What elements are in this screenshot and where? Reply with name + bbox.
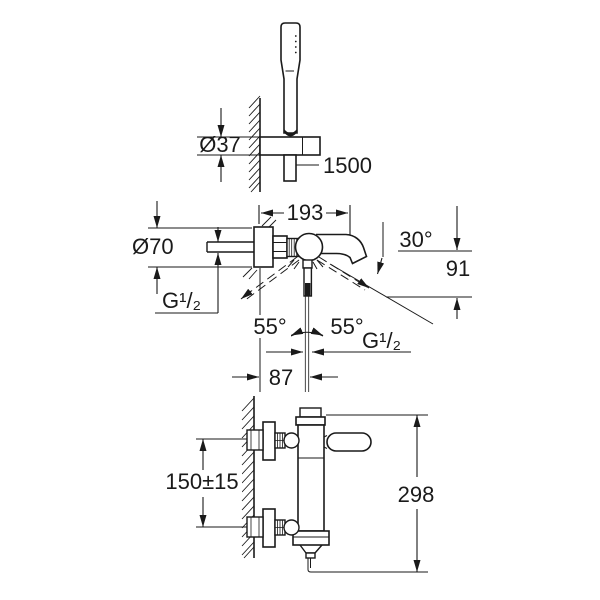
bottom-connection [246,508,300,548]
hand-shower [280,22,301,137]
body-cylinder [297,424,325,532]
lever-handle [326,432,372,452]
label-lever-projection: 87 [269,365,293,390]
label-spout-angle: 30° [399,227,432,252]
shower-holder-bracket [259,136,321,156]
wall-hatching [248,95,261,193]
dim-lever-projection: 87 [232,365,338,390]
label-projection: 193 [287,200,324,225]
lever-plan [302,259,313,392]
swivel-range-right [316,256,370,291]
spout [316,233,368,265]
label-outlet-thread: G¹/₂ [362,328,401,353]
mixer-plan-view: 193 Ø70 G¹/₂ [132,200,474,392]
swivel-arc-arrow [290,327,324,337]
label-escutcheon-diameter: Ø70 [132,234,174,259]
label-overall-height: 298 [398,482,435,507]
mixer-body [292,407,330,573]
dim-holder-diameter: Ø37 [197,108,260,182]
label-hose-length: 1500 [323,153,372,178]
lever-side [323,432,372,452]
label-outlet-drop: 91 [446,256,470,281]
dim-outlet-drop: 91 [386,206,474,319]
top-knob [299,407,322,418]
dim-escutcheon-diameter: Ø70 [132,201,252,294]
wall-ticks [242,216,277,280]
dim-projection: 193 [258,200,351,236]
wall-flange [253,226,274,268]
holder-grip-shadow [284,129,297,137]
dim-spout-angle: 30° [376,222,472,275]
spout-angle-reference-line [329,263,434,325]
shower-hose-stub [283,154,297,182]
outlet-drip [307,558,312,573]
swivel-origin-ticks [287,259,324,270]
swivel-range-left [240,256,300,302]
outlet-collar [292,530,330,546]
top-cap [295,416,326,426]
outlet-taper [299,544,323,554]
dim-hose-length: 1500 [296,153,372,178]
hand-shower-view: Ø37 1500 [197,22,372,193]
label-inlet-thread: G¹/₂ [162,288,201,313]
top-connection [246,421,300,461]
label-connection-distance: 150±15 [165,469,238,494]
escutcheon [262,508,276,548]
union-nut [246,429,264,451]
supply-pipe [206,241,254,253]
label-holder-diameter: Ø37 [199,132,241,157]
outlet-nipple [305,552,316,559]
s-union [283,432,300,449]
label-swivel-right: 55° [330,314,363,339]
dim-connection-distance: 150±15 [164,439,242,527]
union-nut [272,235,288,259]
callout-inlet-thread: G¹/₂ [155,227,222,314]
union-nut [246,516,264,538]
dim-overall-height: 298 [311,414,438,573]
mixer-body-top [294,232,324,262]
mixer-side-view: 150±15 298 [164,396,438,573]
s-union [283,519,300,536]
callout-outlet-thread: G¹/₂ [266,328,411,356]
escutcheon [262,421,276,461]
label-swivel-left: 55° [253,314,286,339]
